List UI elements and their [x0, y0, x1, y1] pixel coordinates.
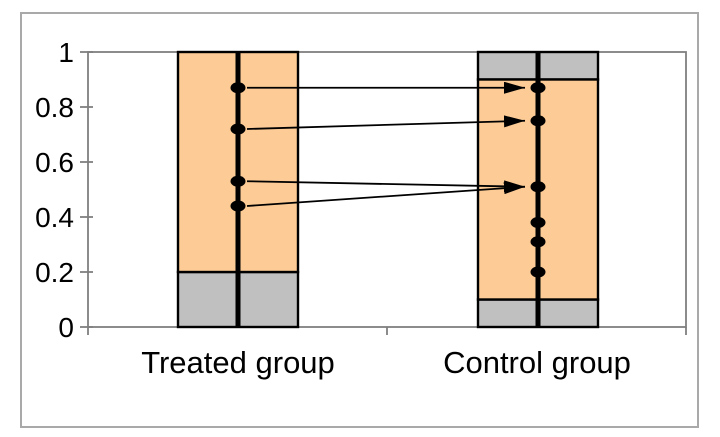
category-label-control: Control group — [443, 345, 631, 380]
match-arrow — [246, 180, 526, 193]
y-axis-tick-label: 0.6 — [35, 147, 74, 178]
control-point — [530, 236, 546, 248]
y-axis-tick-label: 0.4 — [35, 202, 74, 233]
control-point — [530, 266, 546, 278]
control-point — [530, 217, 546, 228]
control-point — [530, 115, 546, 127]
match-arrow — [246, 115, 526, 130]
y-axis-tick-label: 1 — [58, 37, 74, 68]
match-arrow — [246, 182, 526, 207]
control-point — [530, 181, 546, 193]
treated-point — [230, 123, 246, 135]
y-axis-tick-label: 0.2 — [35, 257, 74, 288]
treated-point — [230, 82, 246, 94]
figure-border — [20, 12, 699, 428]
treated-point — [230, 200, 246, 212]
y-axis-tick-label: 0 — [58, 312, 74, 343]
treated-point — [230, 175, 246, 187]
y-axis-tick-label: 0.8 — [35, 92, 74, 123]
category-label-treated: Treated group — [141, 345, 335, 380]
control-point — [530, 82, 546, 94]
